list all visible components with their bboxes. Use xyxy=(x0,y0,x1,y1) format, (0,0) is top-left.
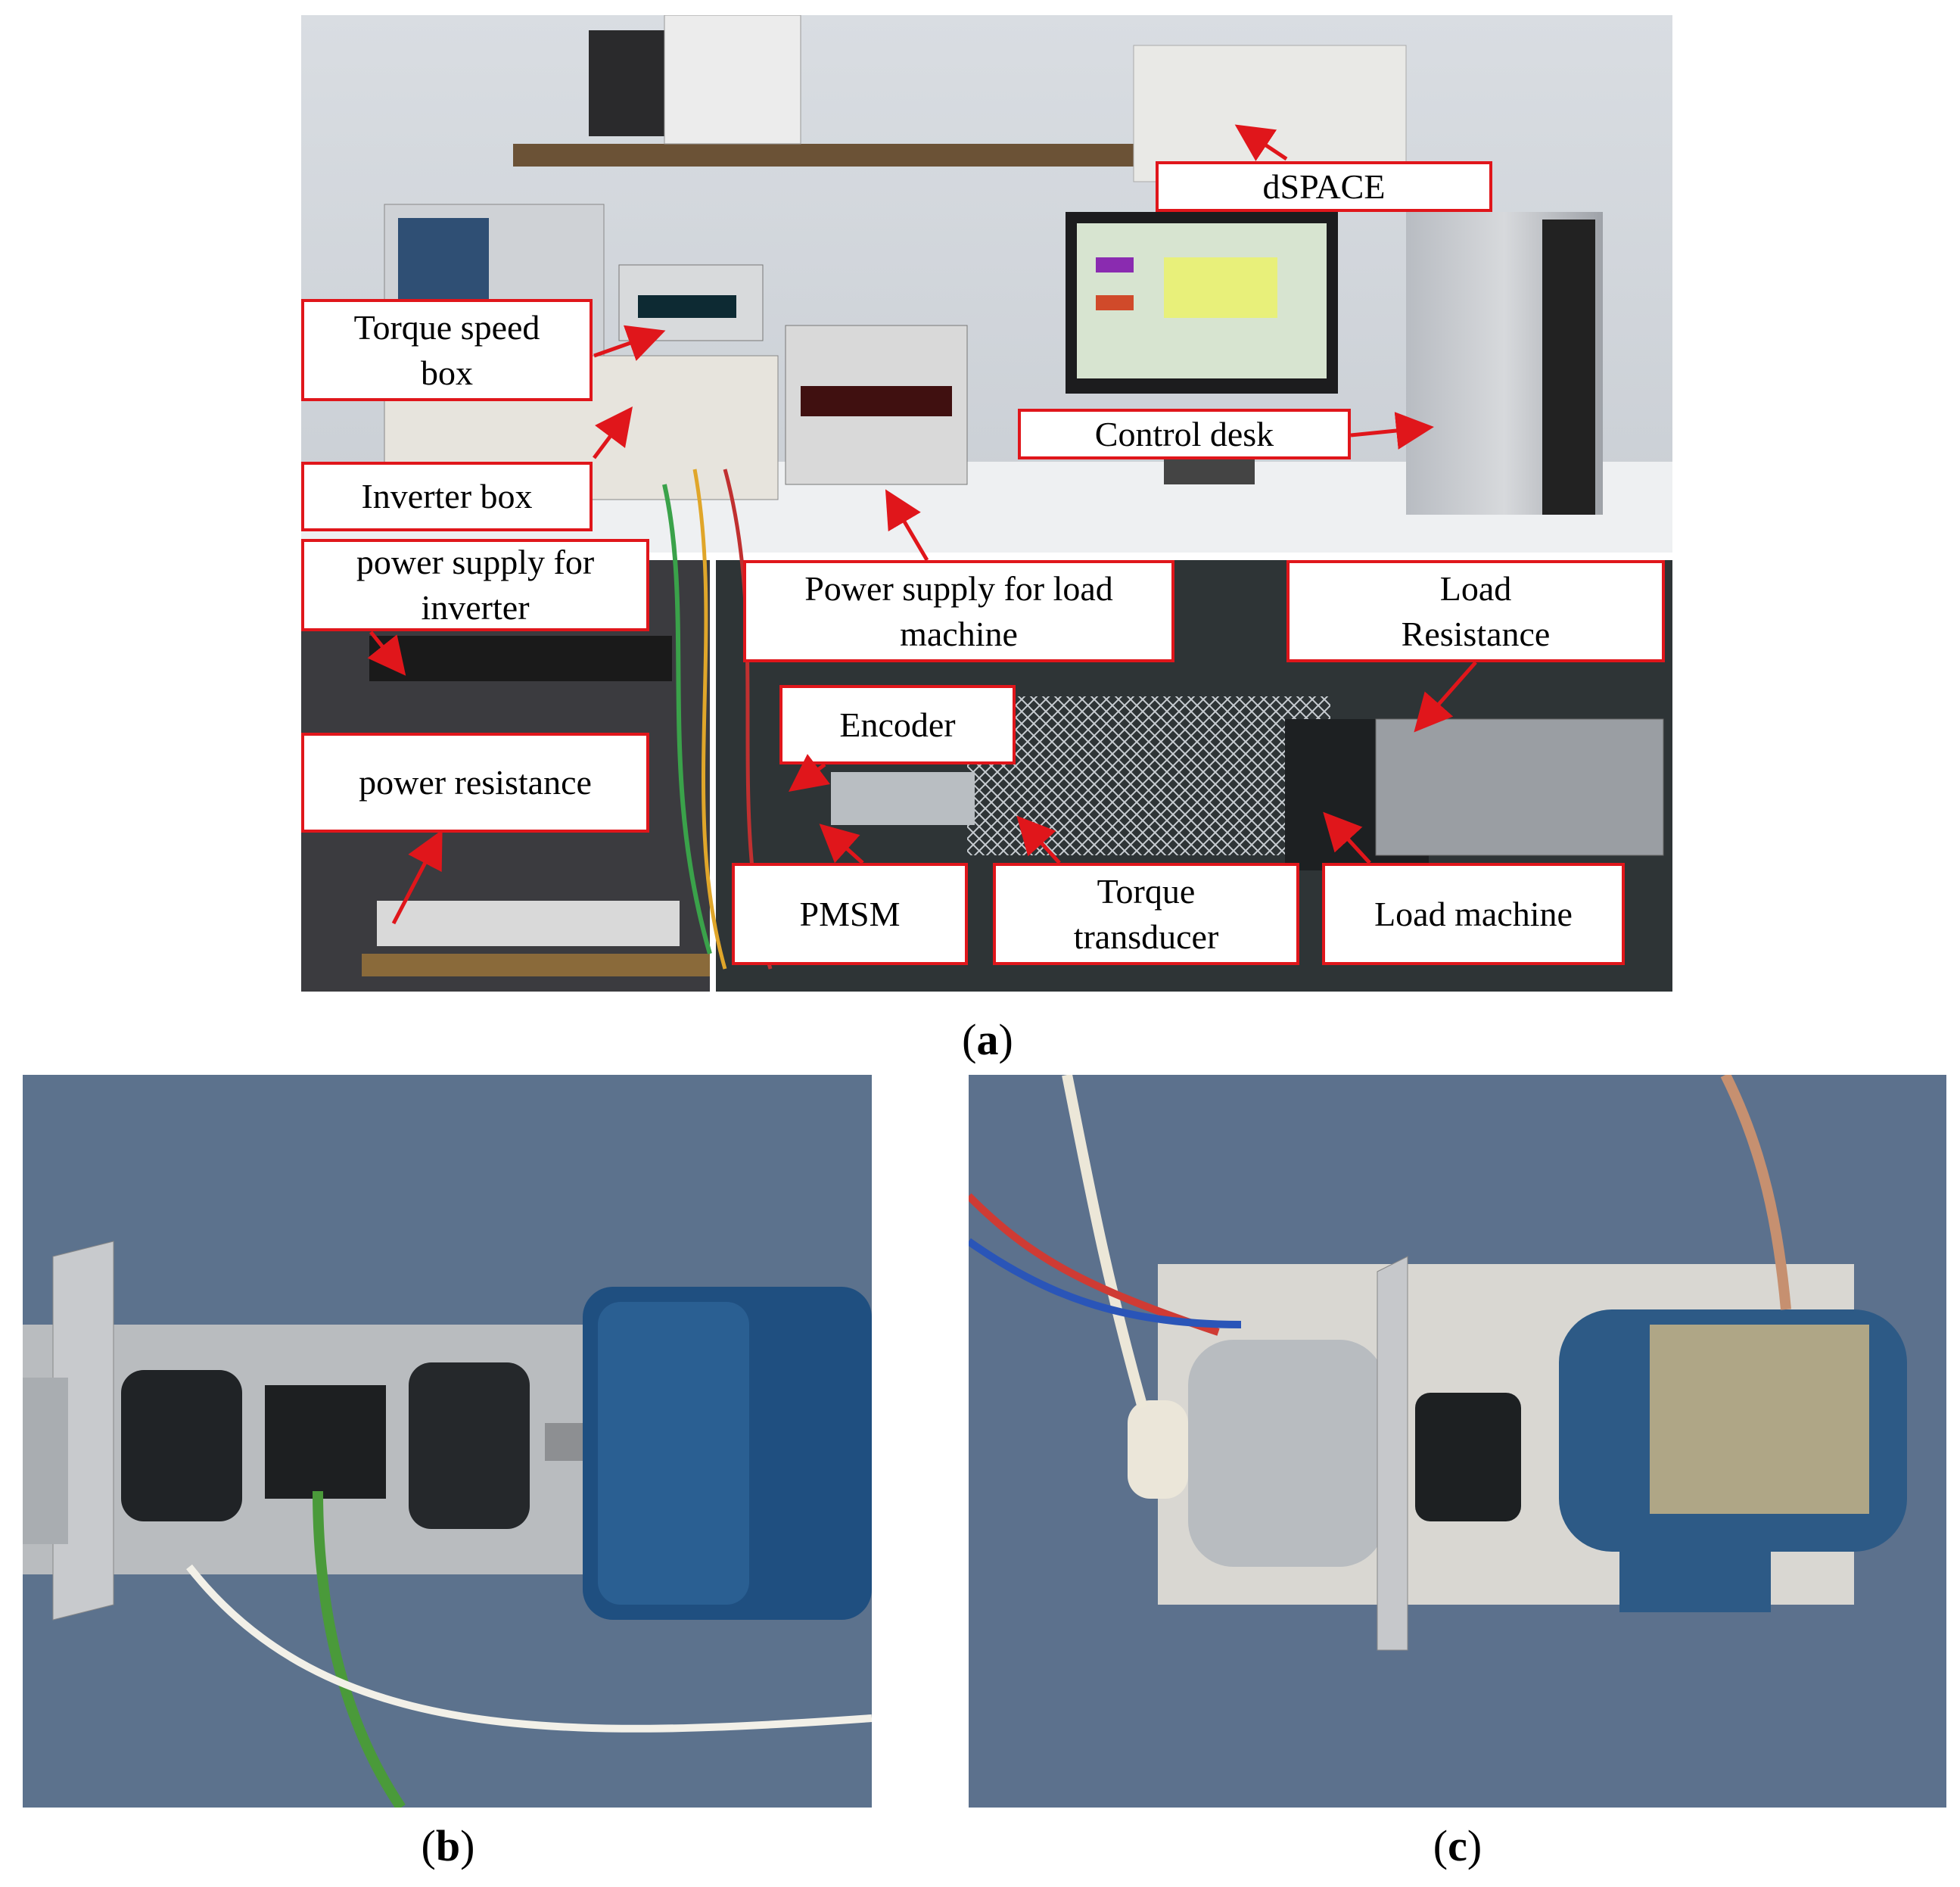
caption-c: (c) xyxy=(1433,1821,1482,1870)
label-power-resistance: power resistance xyxy=(301,733,649,833)
label-power-supply-load: Power supply for load machine xyxy=(743,560,1174,662)
label-torque-transducer: Torque transducer xyxy=(993,863,1299,965)
label-load-resistance: Load Resistance xyxy=(1286,560,1665,662)
label-dspace: dSPACE xyxy=(1156,161,1492,212)
label-control-desk: Control desk xyxy=(1018,409,1351,459)
panel-c-photo xyxy=(969,1075,1946,1808)
caption-b: (b) xyxy=(421,1821,475,1870)
label-power-supply-inverter: power supply for inverter xyxy=(301,539,649,631)
label-load-machine: Load machine xyxy=(1322,863,1625,965)
label-encoder: Encoder xyxy=(779,685,1016,764)
label-inverter-box: Inverter box xyxy=(301,462,593,531)
label-torque-speed-box: Torque speed box xyxy=(301,299,593,401)
caption-a: (a) xyxy=(962,1015,1013,1064)
panel-b-photo xyxy=(23,1075,872,1808)
label-pmsm: PMSM xyxy=(732,863,968,965)
